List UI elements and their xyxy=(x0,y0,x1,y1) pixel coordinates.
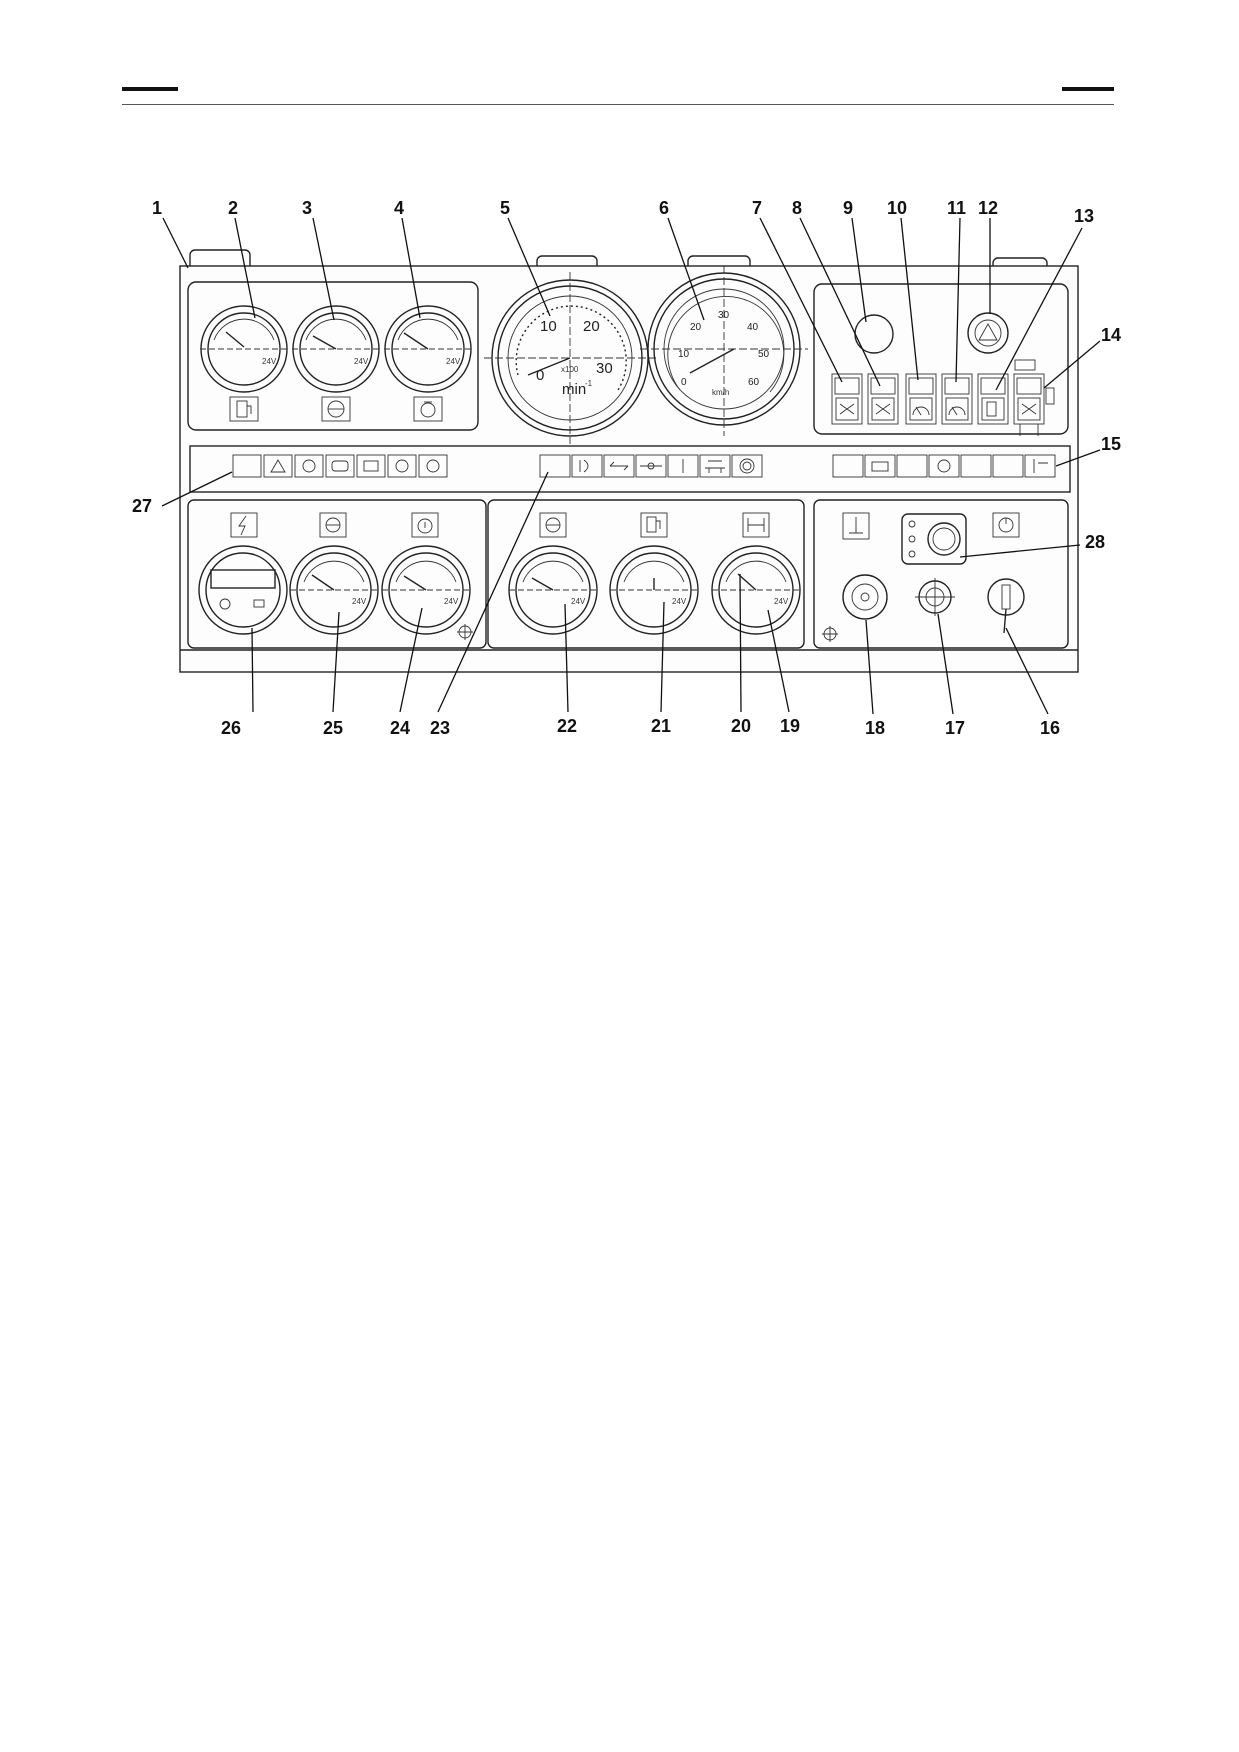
speedo-tick-40: 40 xyxy=(747,322,759,333)
callout-16: 16 xyxy=(1040,718,1060,738)
speedo-tick-10: 10 xyxy=(678,349,690,360)
callout-numbers: 1 2 3 4 5 6 7 8 9 10 11 12 13 14 15 16 1… xyxy=(132,198,1121,738)
ignition-key-switch xyxy=(987,578,1025,634)
callout-3: 3 xyxy=(302,198,312,218)
callout-14: 14 xyxy=(1101,325,1121,345)
speedo-tick-60: 60 xyxy=(748,377,760,388)
tach-tick-10: 10 xyxy=(540,318,557,335)
engine-oil-gauge: 24V xyxy=(381,545,471,635)
callout-21: 21 xyxy=(651,716,671,736)
pressure-icon xyxy=(539,512,567,538)
warning-lamp-strip-right xyxy=(832,454,1056,478)
callout-22: 22 xyxy=(557,716,577,736)
callout-13: 13 xyxy=(1074,206,1094,226)
mount-symbol-left xyxy=(457,624,473,640)
tach-multiplier: x100 xyxy=(561,365,579,374)
starter-button xyxy=(842,574,888,620)
speedo-tick-50: 50 xyxy=(758,349,770,360)
air-pressure-gauge: 24V xyxy=(508,545,598,635)
callout-26: 26 xyxy=(221,718,241,738)
rotary-switch xyxy=(915,578,955,616)
rocker-switch-fan-2 xyxy=(867,373,899,425)
callout-9: 9 xyxy=(843,198,853,218)
rocker-switch-wiper-2 xyxy=(941,373,973,425)
callout-23: 23 xyxy=(430,718,450,738)
fuel-gauge: 24V xyxy=(200,305,288,393)
charge-icon xyxy=(230,512,258,538)
warning-lamp-strip-center xyxy=(539,454,763,478)
fuel-level-gauge: 24V xyxy=(609,545,699,635)
warning-lamp-strip-left xyxy=(232,454,448,478)
header-rule xyxy=(122,104,1114,105)
battery-charge-indicator xyxy=(198,545,288,635)
gauge-voltage-label: 24V xyxy=(354,357,369,366)
callout-25: 25 xyxy=(323,718,343,738)
coolant-temperature-gauge: 24V xyxy=(292,305,380,393)
tach-tick-0: 0 xyxy=(536,367,544,384)
callout-8: 8 xyxy=(792,198,802,218)
multifunction-switch xyxy=(901,513,967,565)
mount-symbol-right xyxy=(822,626,838,642)
fuel-icon xyxy=(229,396,259,422)
gauge-voltage-label: 24V xyxy=(571,597,586,606)
speedo-tick-0: 0 xyxy=(681,377,687,388)
coolant-temp-icon xyxy=(321,396,351,422)
oil-pressure-icon xyxy=(413,396,443,422)
tachometer: 0 10 20 30 x100 min -1 xyxy=(484,272,656,444)
callout-28: 28 xyxy=(1085,532,1105,552)
gauge-voltage-label: 24V xyxy=(262,357,277,366)
leader-lines xyxy=(161,217,1101,715)
gauge-voltage-label: 24V xyxy=(446,357,461,366)
callout-24: 24 xyxy=(390,718,410,738)
tach-unit: min xyxy=(562,381,586,398)
callout-5: 5 xyxy=(500,198,510,218)
rocker-switch-wiper-1 xyxy=(905,373,937,425)
callout-7: 7 xyxy=(752,198,762,218)
header-rule-right xyxy=(1062,87,1114,91)
temperature-icon xyxy=(319,512,347,538)
speedometer: 0 10 20 30 40 50 60 km/h xyxy=(640,266,808,436)
callout-19: 19 xyxy=(780,716,800,736)
gauge-voltage-label: 24V xyxy=(672,597,687,606)
callout-6: 6 xyxy=(659,198,669,218)
callout-27: 27 xyxy=(132,496,152,516)
parking-brake-icon xyxy=(842,512,870,540)
gauge-voltage-label: 24V xyxy=(444,597,459,606)
callout-12: 12 xyxy=(978,198,998,218)
gauge-voltage-label: 24V xyxy=(774,597,789,606)
tach-unit-exponent: -1 xyxy=(585,379,593,388)
oil-icon xyxy=(411,512,439,538)
speedo-tick-30: 30 xyxy=(718,310,730,321)
callout-2: 2 xyxy=(228,198,238,218)
gauge-voltage-label: 24V xyxy=(352,597,367,606)
callout-4: 4 xyxy=(394,198,404,218)
callout-17: 17 xyxy=(945,718,965,738)
speedo-tick-20: 20 xyxy=(690,322,702,333)
callout-11: 11 xyxy=(947,198,966,218)
callout-18: 18 xyxy=(865,718,885,738)
tach-tick-20: 20 xyxy=(583,318,600,335)
rocker-switch-fuel-pump xyxy=(977,373,1009,425)
hazard-warning-switch xyxy=(967,312,1009,354)
callout-15: 15 xyxy=(1101,434,1121,454)
callout-20: 20 xyxy=(731,716,751,736)
tach-tick-30: 30 xyxy=(596,360,613,377)
engine-temperature-gauge: 24V xyxy=(289,545,379,635)
oil-pressure-gauge: 24V xyxy=(384,305,472,393)
callout-10: 10 xyxy=(887,198,907,218)
callout-1: 1 xyxy=(152,198,162,218)
transmission-icon xyxy=(742,512,770,538)
fuel-icon xyxy=(640,512,668,538)
rocker-switch-fan-3 xyxy=(1013,359,1055,436)
rocker-switch-fan-1 xyxy=(831,373,863,425)
power-icon xyxy=(992,512,1020,538)
transmission-oil-gauge: 24V xyxy=(711,545,801,635)
header-rule-left xyxy=(122,87,178,91)
speedo-unit: km/h xyxy=(712,388,729,397)
panel-body xyxy=(179,265,1079,673)
